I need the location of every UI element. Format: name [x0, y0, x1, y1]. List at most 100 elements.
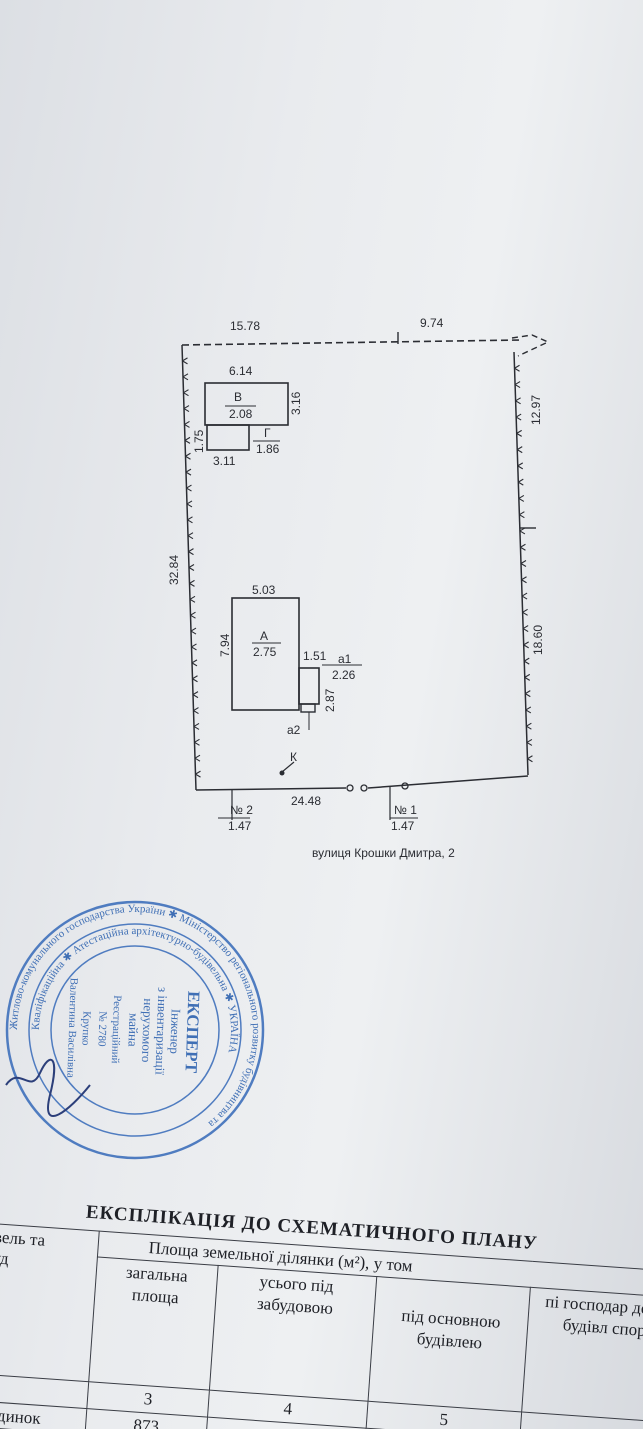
fence-tick [186, 484, 192, 492]
header-total: загальна площа [88, 1257, 219, 1391]
fence-tick [517, 462, 524, 470]
fence-tick [186, 500, 193, 508]
a1-width: 1.51 [303, 649, 327, 663]
fence-tick [192, 691, 199, 699]
stamp-line-7: № 2780 [95, 1011, 108, 1047]
a1-depth: 2.87 [323, 688, 337, 712]
a2-letter: а2 [287, 723, 301, 737]
fence-tick [523, 657, 530, 665]
header-built: усього під забудовою [209, 1265, 377, 1402]
stamp-line-6: Реєстраційний [109, 995, 123, 1064]
dim-right-lower: 18.60 [531, 625, 545, 655]
fence-tick [525, 706, 532, 714]
fence-tick [522, 608, 528, 616]
fence-ticks [182, 357, 533, 778]
gate1-label: № 1 [394, 803, 417, 817]
fence-tick [524, 673, 531, 681]
fence-tick [183, 389, 189, 397]
fence-tick [515, 397, 521, 405]
header-aux: пі господар допомі будівл споруд [521, 1287, 643, 1425]
fence-tick [521, 592, 528, 600]
v-height: 2.08 [229, 407, 253, 421]
stamp-line-2: Інженер [167, 1009, 184, 1055]
fence-tick [525, 690, 531, 698]
g-height: 1.86 [256, 442, 280, 456]
fence-tick [521, 576, 527, 584]
street-address: вулиця Крошки Дмитра, 2 [312, 846, 455, 860]
fence-tick [527, 755, 533, 763]
building-a1 [298, 667, 320, 705]
fence-tick [183, 405, 190, 413]
fence-tick [182, 373, 189, 381]
fence-tick [520, 560, 527, 567]
fence-tick [519, 527, 526, 535]
fence-tick [189, 595, 196, 603]
fence-tick [194, 738, 200, 746]
v-letter: В [234, 390, 242, 404]
stamp-line-3: з інвентаризації [152, 987, 170, 1076]
a-letter: А [260, 629, 268, 643]
signature [5, 1058, 91, 1117]
fence-tick [193, 722, 200, 730]
a-height: 2.75 [253, 645, 277, 659]
v-depth: 3.16 [289, 391, 303, 415]
fence-tick [514, 381, 521, 389]
fence-tick [188, 548, 194, 556]
gate2-value: 1.47 [228, 819, 252, 833]
dim-left-side: 32.84 [167, 555, 181, 585]
fence-tick [515, 413, 522, 421]
building-g [206, 424, 250, 451]
fence-tick [518, 478, 524, 486]
a1-height: 2.26 [332, 668, 356, 682]
dim-right-upper: 12.97 [529, 395, 543, 425]
stamp-line-5: майна [125, 1013, 141, 1047]
fence-tick [185, 468, 192, 476]
fence-tick [514, 364, 520, 372]
fence-tick [523, 641, 529, 649]
col0-header: вель та уд [0, 1223, 100, 1382]
k-letter: К [290, 750, 297, 764]
stamp-line-1: ЕКСПЕРТ [182, 991, 204, 1074]
gate2-label: № 2 [230, 803, 253, 817]
v-width: 6.14 [229, 364, 253, 378]
fence-tick [191, 659, 198, 667]
fence-tick [526, 738, 533, 746]
fence-tick [184, 420, 190, 428]
fence-tick [192, 675, 198, 683]
gate1-value: 1.47 [391, 819, 415, 833]
fence-tick [188, 564, 195, 571]
stamp-line-8: Крупко [79, 1011, 92, 1046]
fence-tick [519, 511, 525, 519]
fence-tick [516, 446, 523, 454]
fence-tick [190, 611, 196, 619]
dim-top-right: 9.74 [420, 316, 444, 330]
stamp-line-4: нерухомого [139, 998, 156, 1063]
building-a [231, 597, 300, 711]
g-depth: 1.75 [192, 429, 206, 453]
header-main: під основною будівлею [368, 1276, 531, 1413]
a1-letter: а1 [338, 652, 352, 666]
fence-tick [182, 357, 188, 365]
dim-bottom: 24.48 [291, 794, 321, 808]
fence-tick [190, 627, 197, 635]
dim-top-left: 15.78 [230, 319, 260, 333]
boundary-top [181, 339, 521, 346]
fence-tick [193, 707, 199, 715]
well-k [281, 761, 295, 773]
stamp-line-9: Валентина Василівна [64, 977, 79, 1078]
fence-tick [516, 429, 522, 437]
g-width: 3.11 [213, 454, 236, 468]
building-a2 [300, 703, 316, 713]
fence-tick [522, 625, 529, 633]
g-letter: Г [264, 426, 271, 440]
fence-tick [185, 452, 191, 460]
fence-tick [194, 754, 201, 762]
fence-tick [520, 543, 526, 551]
fence-tick [184, 436, 191, 444]
fence-tick [518, 494, 525, 502]
boundary-corner [511, 334, 550, 357]
boundary-bottom [195, 787, 347, 791]
fence-tick [195, 770, 201, 778]
fence-tick [187, 532, 194, 540]
